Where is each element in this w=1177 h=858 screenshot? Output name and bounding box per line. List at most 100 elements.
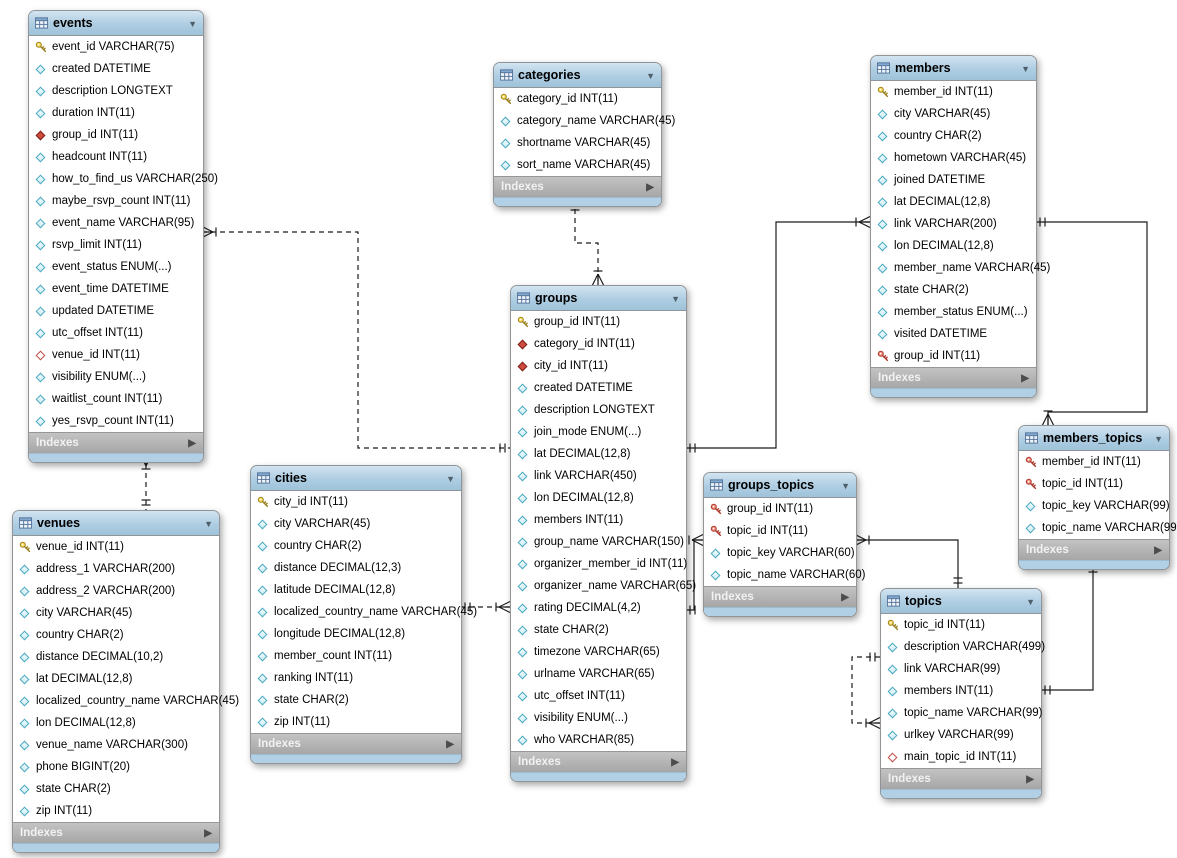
indexes-expand-icon[interactable]: ▶: [446, 738, 454, 750]
column-row-groups-19[interactable]: who VARCHAR(85): [511, 729, 686, 751]
column-row-venues-6[interactable]: lat DECIMAL(12,8): [13, 668, 219, 690]
table-members_topics[interactable]: members_topics▼member_id INT(11)topic_id…: [1018, 425, 1177, 570]
indexes-expand-icon[interactable]: ▶: [1021, 372, 1029, 384]
indexes-footer[interactable]: Indexes▶: [494, 176, 661, 197]
indexes-expand-icon[interactable]: ▶: [671, 756, 679, 768]
column-row-cities-0[interactable]: city_id INT(11): [251, 491, 461, 513]
collapse-arrow-icon[interactable]: ▼: [204, 518, 213, 529]
relationship-members-groups[interactable]: [685, 221, 870, 449]
column-row-venues-4[interactable]: country CHAR(2): [13, 624, 219, 646]
column-row-events-13[interactable]: utc_offset INT(11): [29, 322, 203, 344]
column-row-events-4[interactable]: group_id INT(11): [29, 124, 203, 146]
column-row-cities-1[interactable]: city VARCHAR(45): [251, 513, 461, 535]
table-header[interactable]: members▼: [871, 56, 1036, 81]
indexes-footer[interactable]: Indexes▶: [881, 768, 1041, 789]
column-row-venues-7[interactable]: localized_country_name VARCHAR(45): [13, 690, 239, 712]
column-row-members-3[interactable]: hometown VARCHAR(45): [871, 147, 1036, 169]
column-row-venues-11[interactable]: state CHAR(2): [13, 778, 219, 800]
column-row-events-8[interactable]: event_name VARCHAR(95): [29, 212, 203, 234]
table-groups_topics[interactable]: groups_topics▼group_id INT(11)topic_id I…: [703, 472, 865, 617]
column-row-venues-5[interactable]: distance DECIMAL(10,2): [13, 646, 219, 668]
table-header[interactable]: categories▼: [494, 63, 661, 88]
column-row-groups-3[interactable]: created DATETIME: [511, 377, 686, 399]
column-row-cities-4[interactable]: latitude DECIMAL(12,8): [251, 579, 461, 601]
column-row-members_topics-3[interactable]: topic_name VARCHAR(99): [1019, 517, 1177, 539]
column-row-groups-15[interactable]: timezone VARCHAR(65): [511, 641, 686, 663]
column-row-groups-5[interactable]: join_mode ENUM(...): [511, 421, 686, 443]
column-row-members-1[interactable]: city VARCHAR(45): [871, 103, 1036, 125]
column-row-topics-3[interactable]: members INT(11): [881, 680, 1041, 702]
column-row-topics-6[interactable]: main_topic_id INT(11): [881, 746, 1041, 768]
column-row-events-14[interactable]: venue_id INT(11): [29, 344, 203, 366]
column-row-groups-14[interactable]: state CHAR(2): [511, 619, 686, 641]
table-cities[interactable]: cities▼city_id INT(11)city VARCHAR(45)co…: [250, 465, 477, 764]
collapse-arrow-icon[interactable]: ▼: [646, 70, 655, 81]
column-row-groups_topics-0[interactable]: group_id INT(11): [704, 498, 856, 520]
column-row-events-1[interactable]: created DATETIME: [29, 58, 203, 80]
table-header[interactable]: venues▼: [13, 511, 219, 536]
column-row-categories-3[interactable]: sort_name VARCHAR(45): [494, 154, 661, 176]
column-row-groups-4[interactable]: description LONGTEXT: [511, 399, 686, 421]
column-row-venues-12[interactable]: zip INT(11): [13, 800, 219, 822]
indexes-expand-icon[interactable]: ▶: [1026, 773, 1034, 785]
column-row-groups-18[interactable]: visibility ENUM(...): [511, 707, 686, 729]
relationship-topics-self-main_topic[interactable]: [851, 656, 880, 724]
collapse-arrow-icon[interactable]: ▼: [188, 18, 197, 29]
column-row-members-0[interactable]: member_id INT(11): [871, 81, 1036, 103]
relationship-events-groups[interactable]: [202, 231, 510, 449]
column-row-events-15[interactable]: visibility ENUM(...): [29, 366, 203, 388]
table-categories[interactable]: categories▼category_id INT(11)category_n…: [493, 62, 675, 207]
indexes-expand-icon[interactable]: ▶: [188, 437, 196, 449]
column-row-categories-2[interactable]: shortname VARCHAR(45): [494, 132, 661, 154]
column-row-categories-0[interactable]: category_id INT(11): [494, 88, 661, 110]
indexes-footer[interactable]: Indexes▶: [511, 751, 686, 772]
indexes-expand-icon[interactable]: ▶: [1154, 544, 1162, 556]
column-row-members-12[interactable]: group_id INT(11): [871, 345, 1036, 367]
relationship-members_topics-topics[interactable]: [1040, 558, 1094, 691]
column-row-groups-0[interactable]: group_id INT(11): [511, 311, 686, 333]
column-row-groups-2[interactable]: city_id INT(11): [511, 355, 686, 377]
collapse-arrow-icon[interactable]: ▼: [446, 473, 455, 484]
table-header[interactable]: cities▼: [251, 466, 461, 491]
column-row-groups_topics-3[interactable]: topic_name VARCHAR(60): [704, 564, 865, 586]
column-row-events-10[interactable]: event_status ENUM(...): [29, 256, 203, 278]
column-row-groups-11[interactable]: organizer_member_id INT(11): [511, 553, 687, 575]
column-row-members-4[interactable]: joined DATETIME: [871, 169, 1036, 191]
column-row-venues-1[interactable]: address_1 VARCHAR(200): [13, 558, 219, 580]
indexes-expand-icon[interactable]: ▶: [646, 181, 654, 193]
column-row-events-12[interactable]: updated DATETIME: [29, 300, 203, 322]
table-header[interactable]: members_topics▼: [1019, 426, 1169, 451]
column-row-groups-17[interactable]: utc_offset INT(11): [511, 685, 686, 707]
column-row-venues-8[interactable]: lon DECIMAL(12,8): [13, 712, 219, 734]
column-row-groups-12[interactable]: organizer_name VARCHAR(65): [511, 575, 696, 597]
column-row-events-2[interactable]: description LONGTEXT: [29, 80, 203, 102]
column-row-cities-7[interactable]: member_count INT(11): [251, 645, 461, 667]
column-row-groups_topics-2[interactable]: topic_key VARCHAR(60): [704, 542, 856, 564]
indexes-expand-icon[interactable]: ▶: [841, 591, 849, 603]
column-row-members-5[interactable]: lat DECIMAL(12,8): [871, 191, 1036, 213]
column-row-cities-2[interactable]: country CHAR(2): [251, 535, 461, 557]
column-row-topics-1[interactable]: description VARCHAR(499): [881, 636, 1045, 658]
column-row-cities-9[interactable]: state CHAR(2): [251, 689, 461, 711]
table-topics[interactable]: topics▼topic_id INT(11)description VARCH…: [880, 588, 1045, 799]
collapse-arrow-icon[interactable]: ▼: [1021, 63, 1030, 74]
table-header[interactable]: topics▼: [881, 589, 1041, 614]
column-row-events-6[interactable]: how_to_find_us VARCHAR(250): [29, 168, 218, 190]
column-row-cities-8[interactable]: ranking INT(11): [251, 667, 461, 689]
indexes-footer[interactable]: Indexes▶: [251, 733, 461, 754]
column-row-topics-2[interactable]: link VARCHAR(99): [881, 658, 1041, 680]
column-row-cities-10[interactable]: zip INT(11): [251, 711, 461, 733]
collapse-arrow-icon[interactable]: ▼: [841, 480, 850, 491]
column-row-cities-5[interactable]: localized_country_name VARCHAR(45): [251, 601, 477, 623]
table-header[interactable]: groups_topics▼: [704, 473, 856, 498]
column-row-events-9[interactable]: rsvp_limit INT(11): [29, 234, 203, 256]
column-row-cities-3[interactable]: distance DECIMAL(12,3): [251, 557, 461, 579]
relationship-members-members_topics[interactable]: [1035, 221, 1148, 425]
column-row-events-11[interactable]: event_time DATETIME: [29, 278, 203, 300]
column-row-venues-0[interactable]: venue_id INT(11): [13, 536, 219, 558]
column-row-topics-5[interactable]: urlkey VARCHAR(99): [881, 724, 1041, 746]
table-header[interactable]: groups▼: [511, 286, 686, 311]
column-row-events-5[interactable]: headcount INT(11): [29, 146, 203, 168]
column-row-members-8[interactable]: member_name VARCHAR(45): [871, 257, 1050, 279]
